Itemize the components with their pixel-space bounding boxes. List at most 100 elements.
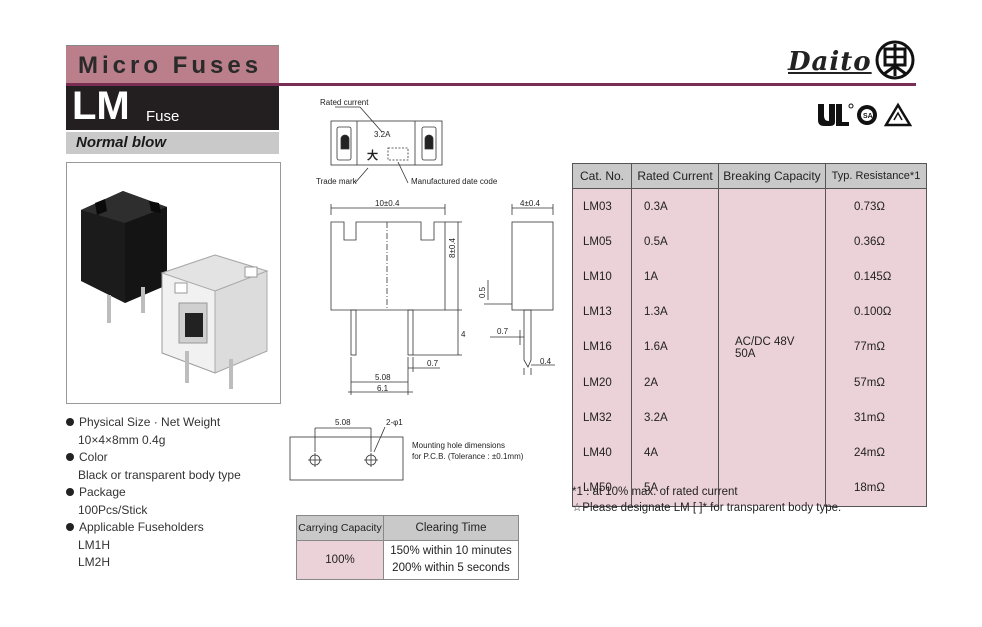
cat-no: LM03	[572, 188, 632, 225]
model-bar: LM Fuse	[66, 84, 279, 130]
rated-current: 0.3A	[631, 188, 719, 225]
header-rule	[66, 83, 916, 86]
dim-lead-length: 4	[461, 330, 466, 339]
rated-current-label: Rated current	[320, 98, 369, 107]
brand-logo: Daito	[788, 47, 872, 77]
breaking-voltage: AC/DC 48V	[735, 335, 795, 348]
spec-holders-value-2: LM2H	[78, 555, 111, 569]
spec-color-label: Color	[66, 449, 281, 467]
bullet-icon	[66, 488, 74, 496]
blow-type-bar: Normal blow	[66, 132, 279, 154]
mounting-pcb-outline	[289, 436, 404, 481]
side-view-outline	[511, 221, 554, 311]
typ-resistance: 0.100Ω	[825, 294, 927, 330]
breaking-capacity: AC/DC 48V 50A	[718, 188, 826, 507]
cat-no: LM20	[572, 364, 632, 401]
spec-size-label: Physical Size · Net Weight	[66, 414, 281, 432]
table-row: LM03 0.3A AC/DC 48V 50A 0.73Ω	[572, 188, 927, 507]
col-typ-resistance: Typ. Resistance*1	[825, 163, 927, 189]
clearing-time-2: 200% within 5 seconds	[392, 562, 510, 574]
note-resistance: *1 : at 10% max. of rated current	[572, 486, 738, 498]
clearing-time-table: Carrying Capacity Clearing Time 100% 150…	[296, 515, 519, 580]
dim-width: 10±0.4	[375, 199, 400, 208]
spec-holders-label: Applicable Fuseholders	[66, 519, 281, 537]
typ-resistance: 31mΩ	[825, 400, 927, 436]
typ-resistance: 57mΩ	[825, 364, 927, 401]
rated-current: 3.2A	[631, 400, 719, 436]
dim-depth: 4±0.4	[520, 199, 540, 208]
breaking-current: 50A	[735, 347, 756, 360]
rated-current-value: 3.2A	[374, 130, 391, 139]
typ-resistance: 77mΩ	[825, 329, 927, 365]
model-suffix: Fuse	[146, 108, 180, 125]
typ-resistance: 18mΩ	[825, 470, 927, 507]
clearing-time-1: 150% within 10 minutes	[390, 545, 512, 557]
typ-resistance: 0.145Ω	[825, 259, 927, 295]
cat-no: LM05	[572, 224, 632, 260]
blow-type: Normal blow	[76, 134, 167, 151]
svg-text:SA: SA	[863, 113, 873, 120]
dim-07-front: 0.7	[427, 359, 439, 368]
dim-hole-pitch: 5.08	[335, 418, 351, 427]
carrying-capacity-value: 100%	[296, 540, 384, 580]
col-breaking-capacity: Breaking Capacity	[718, 163, 826, 189]
dim-07-side: 0.7	[497, 327, 509, 336]
cat-no: LM32	[572, 400, 632, 436]
typ-resistance: 24mΩ	[825, 435, 927, 471]
typ-resistance: 0.36Ω	[825, 224, 927, 260]
mounting-label-2: for P.C.B. (Tolerance : ±0.1mm)	[412, 452, 524, 461]
dim-span: 6.1	[377, 384, 389, 393]
note-transparent: ☆Please designate LM [ ]* for transparen…	[572, 502, 842, 514]
rated-current: 1A	[631, 259, 719, 295]
csa-icon: SA	[857, 105, 877, 125]
cat-no: LM50	[572, 470, 632, 507]
spec-package-value: 100Pcs/Stick	[78, 502, 148, 517]
col-rated-current: Rated Current	[631, 163, 719, 189]
mounting-label-1: Mounting hole dimensions	[412, 441, 505, 450]
dim-pitch: 5.08	[375, 373, 391, 382]
model-name: LM	[72, 84, 130, 128]
dim-hole-diameter: 2-φ1	[386, 418, 403, 427]
typ-resistance: 0.73Ω	[825, 188, 927, 225]
dim-05: 0.5	[478, 286, 487, 298]
rated-current: 2A	[631, 364, 719, 401]
rated-current: 1.3A	[631, 294, 719, 330]
series-title: Micro Fuses	[78, 52, 263, 79]
transparent-fuse-image	[160, 254, 269, 389]
cat-no: LM40	[572, 435, 632, 471]
cat-no: LM10	[572, 259, 632, 295]
rated-current: 5A	[631, 470, 719, 507]
black-fuse-image	[81, 191, 167, 323]
rated-current: 4A	[631, 435, 719, 471]
spec-color-value: Black or transparent body type	[78, 467, 241, 482]
cat-no: LM16	[572, 329, 632, 365]
clearing-times: 150% within 10 minutes 200% within 5 sec…	[383, 540, 519, 580]
dim-height: 8±0.4	[448, 238, 457, 258]
col-carrying-capacity: Carrying Capacity	[296, 515, 384, 541]
cat-no: LM13	[572, 294, 632, 330]
spec-package-label: Package	[66, 484, 281, 502]
spec-list: Physical Size · Net Weight 10×4×8mm 0.4g…	[66, 414, 281, 572]
series-title-bar: Micro Fuses	[66, 45, 279, 84]
col-clearing-time: Clearing Time	[383, 515, 519, 541]
ul-recognized-icon	[818, 103, 854, 126]
bullet-icon	[66, 523, 74, 531]
dimension-drawing: 大	[289, 106, 555, 481]
rated-current: 1.6A	[631, 329, 719, 365]
certification-marks: SA	[818, 102, 913, 127]
trade-mark-label: Trade mark	[316, 177, 357, 186]
date-code-label: Manufactured date code	[411, 177, 498, 186]
dim-04: 0.4	[540, 357, 552, 366]
top-view-outline	[330, 120, 443, 166]
bullet-icon	[66, 418, 74, 426]
product-photo	[66, 162, 281, 404]
ratings-table: Cat. No. Rated Current Breaking Capacity…	[572, 163, 927, 507]
rated-current: 0.5A	[631, 224, 719, 260]
spec-holders-value-1: LM1H	[78, 537, 111, 552]
